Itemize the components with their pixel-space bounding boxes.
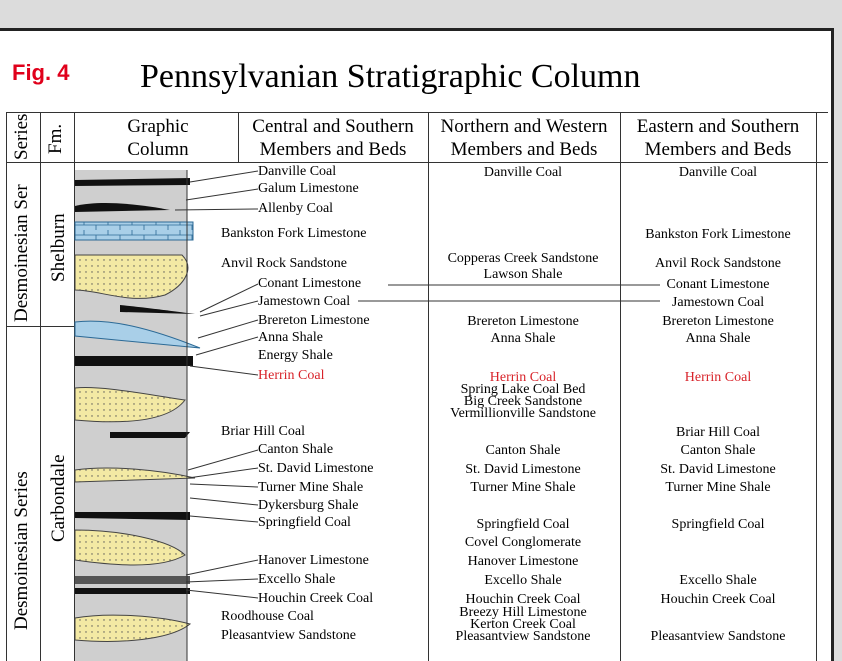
grid-line-left: [6, 112, 7, 661]
sandstone-lens-2: [74, 467, 196, 483]
central-conant-limestone: Conant Limestone: [258, 276, 362, 291]
sandstone-lens-3: [74, 529, 186, 566]
grid-line-top: [6, 112, 828, 113]
limestone-brereton: [74, 320, 201, 349]
northern-canton-shale: Canton Shale: [485, 443, 561, 458]
eastern-anna-shale: Anna Shale: [685, 331, 751, 346]
eastern-springfield-coal: Springfield Coal: [671, 517, 765, 532]
northern-st-david: St. David Limestone: [465, 462, 581, 477]
coal-bed-springfield: [75, 512, 190, 520]
coal-bed-allenby: [75, 203, 170, 212]
eastern-herrin-coal: Herrin Coal: [684, 370, 752, 385]
northern-pleasantview: Pleasantview Sandstone: [455, 629, 591, 644]
grid-line-series: [40, 112, 41, 661]
northern-danville-coal: Danville Coal: [483, 165, 563, 180]
eastern-anvil-rock: Anvil Rock Sandstone: [655, 256, 781, 271]
northern-houchin-creek: Houchin Creek Coal: [465, 592, 581, 607]
central-hanover-limestone: Hanover Limestone: [258, 553, 369, 568]
grid-line-right: [816, 112, 817, 661]
central-herrin-coal: Herrin Coal: [258, 368, 325, 383]
grid-line-graphic: [238, 112, 239, 162]
central-pleasantview-sandstone: Pleasantview Sandstone: [221, 628, 356, 643]
central-bankston-fork: Bankston Fork Limestone: [221, 226, 367, 241]
sandstone-anvil: [74, 254, 189, 299]
figure-title: Pennsylvanian Stratigraphic Column: [140, 58, 641, 95]
shale-excello: [75, 576, 190, 584]
central-galum-limestone: Galum Limestone: [258, 181, 359, 196]
northern-breezy-hill: Breezy Hill Limestone: [459, 605, 587, 620]
eastern-excello-shale: Excello Shale: [679, 573, 757, 588]
eastern-turner-mine: Turner Mine Shale: [665, 480, 771, 495]
eastern-st-david: St. David Limestone: [660, 462, 776, 477]
northern-vermillionville: Vermillionville Sandstone: [450, 406, 596, 421]
northern-springfield-coal: Springfield Coal: [476, 517, 570, 532]
coal-bed-danville: [75, 178, 190, 186]
coal-bed-briar-hill: [110, 432, 190, 438]
central-st-david-limestone: St. David Limestone: [258, 461, 374, 476]
central-houchin-creek-coal: Houchin Creek Coal: [258, 591, 374, 606]
eastern-bankston-fork: Bankston Fork Limestone: [645, 227, 791, 242]
northern-brereton-limestone: Brereton Limestone: [467, 314, 579, 329]
central-briar-hill-coal: Briar Hill Coal: [221, 424, 305, 439]
eastern-houchin-creek: Houchin Creek Coal: [660, 592, 776, 607]
central-turner-mine-shale: Turner Mine Shale: [258, 480, 364, 495]
northern-copperas-creek: Copperas Creek Sandstone: [447, 251, 599, 266]
central-anna-shale: Anna Shale: [258, 330, 323, 345]
central-roodhouse-coal: Roodhouse Coal: [221, 609, 314, 624]
eastern-canton-shale: Canton Shale: [680, 443, 756, 458]
northern-big-creek: Big Creek Sandstone: [463, 394, 583, 409]
northern-lawson-shale: Lawson Shale: [483, 267, 563, 282]
northern-covel-conglomerate: Covel Conglomerate: [464, 535, 582, 550]
eastern-pleasantview: Pleasantview Sandstone: [650, 629, 786, 644]
central-dykersburg-shale: Dykersburg Shale: [258, 498, 359, 513]
central-brereton-limestone: Brereton Limestone: [258, 313, 370, 328]
northern-spring-lake: Spring Lake Coal Bed: [460, 382, 586, 397]
grid-line-fm: [74, 112, 75, 661]
central-anvil-rock: Anvil Rock Sandstone: [221, 256, 347, 271]
central-canton-shale: Canton Shale: [258, 442, 334, 457]
northern-hanover-limestone: Hanover Limestone: [467, 554, 579, 569]
northern-kerton-creek: Kerton Creek Coal: [470, 617, 576, 632]
northern-excello-shale: Excello Shale: [484, 573, 562, 588]
eastern-briar-hill-coal: Briar Hill Coal: [676, 425, 760, 440]
grid-line-northern: [620, 112, 621, 661]
central-jamestown-coal: Jamestown Coal: [258, 294, 351, 309]
figure-tag: Fig. 4: [12, 60, 70, 85]
coal-bed-houchin: [75, 588, 190, 594]
northern-turner-mine: Turner Mine Shale: [470, 480, 576, 495]
northern-herrin-coal: Herrin Coal: [489, 370, 557, 385]
sandstone-pleasantview: [74, 614, 192, 642]
central-excello-shale: Excello Shale: [258, 572, 336, 587]
coal-bed-jamestown: [120, 305, 195, 314]
eastern-conant-limestone: Conant Limestone: [666, 277, 770, 292]
grid-line-header: [6, 162, 828, 163]
limestone-bankston: [74, 221, 194, 241]
eastern-brereton-limestone: Brereton Limestone: [662, 314, 774, 329]
eastern-danville-coal: Danville Coal: [678, 165, 758, 180]
northern-anna-shale: Anna Shale: [490, 331, 556, 346]
grid-line-series-split: [6, 326, 74, 327]
leader-lines: [174, 170, 660, 599]
grid-line-central: [428, 112, 429, 661]
sandstone-lens: [74, 386, 186, 423]
central-allenby-coal: Allenby Coal: [258, 201, 334, 216]
central-springfield-coal: Springfield Coal: [258, 515, 351, 530]
central-danville-coal: Danville Coal: [258, 164, 337, 179]
central-energy-shale: Energy Shale: [258, 348, 333, 363]
eastern-jamestown-coal: Jamestown Coal: [671, 295, 765, 310]
coal-bed-herrin: [75, 356, 193, 366]
